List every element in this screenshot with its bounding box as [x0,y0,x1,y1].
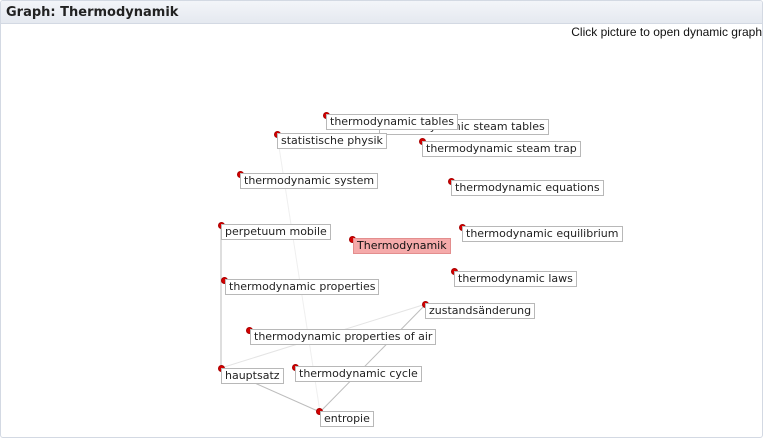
node-label[interactable]: thermodynamic tables [326,114,458,130]
node-label[interactable]: thermodynamic cycle [295,366,422,382]
node-label[interactable]: statistische physik [277,133,387,149]
panel-title: Graph: Thermodynamik [6,5,179,20]
node-label[interactable]: perpetuum mobile [221,224,331,240]
node-label[interactable]: hauptsatz [221,368,284,384]
graph-picture[interactable]: thermodynamic steam tables thermodynamic… [1,24,762,437]
panel-header: Graph: Thermodynamik [1,1,762,24]
node-label[interactable]: thermodynamic equilibrium [462,226,623,242]
node-label[interactable]: entropie [320,411,374,427]
node-label[interactable]: thermodynamic laws [454,271,577,287]
node-label[interactable]: zustandsänderung [425,303,536,319]
node-label[interactable]: Thermodynamik [353,238,451,254]
node-label[interactable]: thermodynamic steam trap [422,141,581,157]
node-label[interactable]: thermodynamic equations [451,180,604,196]
open-dynamic-graph-hint: Click picture to open dynamic graph [571,25,762,39]
node-label[interactable]: thermodynamic properties [225,279,380,295]
node-label[interactable]: thermodynamic system [240,173,379,189]
edge-entropie-zustand [319,303,427,413]
node-label[interactable]: thermodynamic properties of air [250,329,437,345]
